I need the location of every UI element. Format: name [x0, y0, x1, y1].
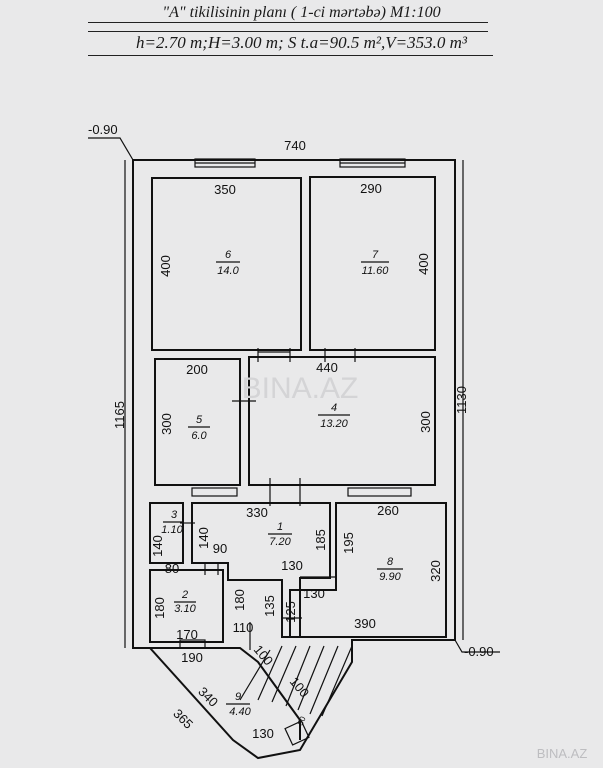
level-bottom: -0.90 [464, 644, 494, 659]
dimension-label: 170 [176, 627, 198, 642]
dimension-label: 400 [158, 255, 173, 277]
dimension-label: 130 [281, 558, 303, 573]
formula-underline [88, 55, 493, 56]
dimension-label: 400 [416, 253, 431, 275]
plan-title: "A" tikilisinin planı ( 1-ci mərtəbə) M1… [162, 4, 441, 21]
dimension-label: 4 [331, 402, 337, 414]
dimension-label: 135 [262, 595, 277, 617]
dimension-label: 100 [251, 642, 276, 668]
room-6 [151, 177, 302, 351]
dimension-label: 4.40 [229, 706, 251, 718]
room-8 [289, 502, 447, 638]
dimension-label: 2 [181, 589, 188, 601]
watermark-center: BINA.AZ [242, 372, 359, 405]
dimension-label: 200 [186, 362, 208, 377]
dimension-label: 130 [252, 726, 274, 741]
room-1 [191, 502, 331, 638]
level-leader-bottom [454, 639, 500, 653]
dimension-label: 340 [195, 684, 221, 710]
dimension-label: 440 [316, 360, 338, 375]
dimension-label: 180 [232, 589, 247, 611]
plan-formula: h=2.70 m;H=3.00 m; S t.a=90.5 m²,V=353.0… [136, 33, 467, 52]
dimension-label: 365 [170, 706, 196, 732]
level-top: -0.90 [88, 122, 118, 137]
dimension-label: 320 [428, 560, 443, 582]
dimension-label: 260 [377, 503, 399, 518]
dim-top: 740 [284, 138, 306, 153]
dimension-label: 1 [277, 521, 283, 533]
title-underline [88, 22, 488, 23]
room-9 [150, 647, 301, 740]
dimension-label: 7 [372, 249, 379, 261]
dimension-label: 100 [287, 674, 312, 700]
room-3 [149, 502, 184, 564]
dimension-label: 11.60 [362, 265, 390, 277]
dimension-label: 180 [152, 597, 167, 619]
dimension-label: 7.20 [269, 536, 291, 548]
dimension-label: 185 [313, 529, 328, 551]
dimension-label: 300 [418, 411, 433, 433]
column [284, 720, 310, 746]
dimension-label: 125 [283, 601, 298, 623]
room-2 [149, 569, 224, 643]
dimension-label: 5 [196, 414, 203, 426]
stairs [239, 645, 353, 717]
dimension-label: 6 [225, 249, 232, 261]
dimension-label: 9 [235, 691, 241, 703]
dimension-label: 9.90 [379, 571, 401, 583]
dimension-label: 3.10 [174, 603, 196, 615]
outer-wall [132, 159, 456, 760]
dimension-label: 350 [214, 182, 236, 197]
title-underline-2 [88, 31, 488, 32]
dimension-label: 330 [246, 505, 268, 520]
dimension-label: 390 [354, 616, 376, 631]
dimension-label: 130 [303, 586, 325, 601]
dimension-label: 90 [213, 541, 227, 556]
room-5 [154, 358, 241, 486]
dimension-label: 110 [233, 620, 254, 635]
dimension-label: 300 [159, 413, 174, 435]
dimension-label: 140 [196, 527, 211, 549]
room-7 [309, 176, 436, 351]
dimension-label: 1.10 [161, 524, 183, 536]
dimension-label: 14.0 [217, 265, 239, 277]
dimension-label: 140 [150, 535, 165, 557]
dim-left: 1165 [112, 401, 127, 429]
dimension-label: 3 [171, 509, 178, 521]
dimension-label: 13.20 [320, 418, 348, 430]
dimension-label: 190 [181, 650, 203, 665]
level-leader-top [88, 137, 134, 161]
room-4 [248, 356, 436, 486]
watermark-corner: BINA.AZ [537, 746, 588, 761]
dim-right: 1130 [454, 386, 469, 414]
dimension-label: 80 [165, 561, 179, 576]
dimension-label: 6.0 [191, 430, 207, 442]
dimension-label: 195 [341, 532, 356, 554]
dimension-label: 8 [387, 556, 394, 568]
dimension-label: 290 [360, 181, 382, 196]
dimension-label: 50 [296, 715, 308, 727]
